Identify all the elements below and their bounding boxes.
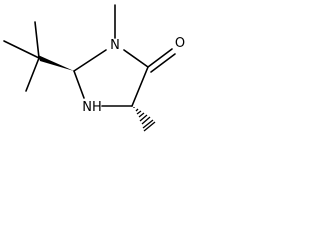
wedge-bond-c2-tbu xyxy=(38,55,74,71)
bond-n3-c4 xyxy=(123,49,149,68)
bond-c2-n1 xyxy=(73,70,85,99)
hashed-bond-c5-methyl xyxy=(133,107,156,132)
bond-c4-o-1 xyxy=(147,48,173,68)
bond-tbu-methyl-bottom xyxy=(25,57,40,92)
structure-diagram: N NH O xyxy=(3,4,185,132)
bond-tbu-methyl-left xyxy=(3,40,40,59)
atom-label-n1: NH xyxy=(82,100,102,115)
bond-c2-n3 xyxy=(73,49,107,72)
atom-label-o: O xyxy=(175,36,185,51)
bond-c4-c5 xyxy=(131,66,149,107)
atom-label-n3: N xyxy=(110,38,120,53)
bond-c4-o-2 xyxy=(150,53,176,73)
bond-tbu-methyl-top xyxy=(34,21,40,59)
